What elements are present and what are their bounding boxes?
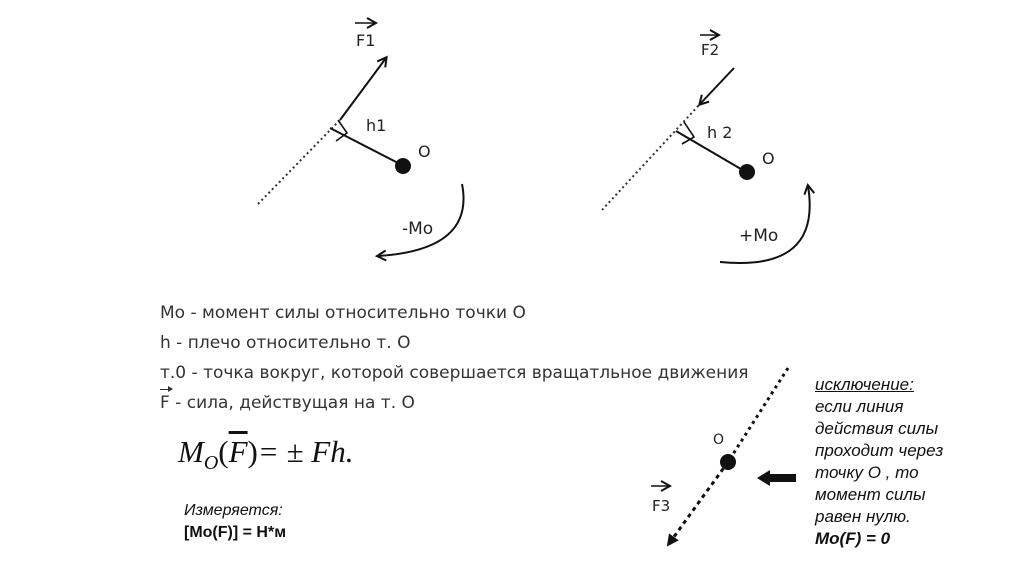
left-arm-line — [329, 127, 403, 166]
right-moment-label: +Mo — [739, 226, 778, 246]
left-moment-label: -Mo — [402, 219, 433, 239]
formula-lhs-sub: O — [203, 452, 219, 475]
force-f3-vector — [666, 461, 730, 547]
force-f1-vector — [339, 58, 386, 121]
left-action-line — [257, 119, 341, 205]
left-figure: F1 h1 O -Mo — [257, 23, 465, 256]
left-point-o — [395, 158, 411, 174]
legend-line-mo: Mo - момент силы относительно точки О — [160, 303, 526, 323]
exception-equation: Mo(F) = 0 — [815, 529, 891, 548]
legend-line-force: F - сила, действущая на т. О — [160, 386, 800, 418]
formula-arg: F — [228, 434, 248, 469]
exception-text: исключение: если линия действия силы про… — [815, 374, 985, 550]
measure-unit: [Mo(F)] = H*м — [184, 524, 287, 541]
exception-line: точку О , то — [815, 463, 919, 482]
measure-block: Измеряется: [Mo(F)] = H*м — [184, 500, 286, 544]
force-vector-symbol: F — [160, 386, 173, 418]
right-moment-arrow — [719, 186, 810, 264]
right-action-line — [601, 103, 701, 211]
moment-formula: MO(F)= ± Fh. — [178, 434, 354, 475]
exception-title: исключение: — [815, 375, 914, 394]
pointer-arrow-icon — [757, 470, 796, 486]
exception-point-o — [720, 454, 736, 470]
exception-figure: O F3 — [651, 367, 796, 547]
f3-label: F3 — [652, 497, 670, 515]
left-moment-arrow — [378, 183, 465, 256]
f2-label: F2 — [701, 41, 719, 59]
formula-lhs: M — [178, 434, 204, 469]
exception-o-label: O — [713, 432, 724, 448]
exception-line: момент силы — [815, 485, 926, 504]
h1-label: h1 — [366, 116, 386, 135]
exception-line: проходит через — [815, 441, 944, 460]
exception-line: равен нулю. — [815, 507, 911, 526]
right-right-angle-mark — [681, 121, 696, 145]
left-o-label: O — [418, 142, 431, 161]
h2-label: h 2 — [707, 123, 732, 142]
right-o-label: O — [762, 149, 775, 168]
legend-force-text: - сила, действущая на т. О — [169, 393, 415, 413]
exception-line: действия силы — [815, 419, 939, 438]
right-point-o — [739, 164, 755, 180]
right-figure: F2 h 2 O +Mo — [601, 35, 810, 264]
exception-action-line — [726, 367, 790, 463]
formula-rhs: = ± Fh. — [257, 434, 354, 469]
legend-line-point: т.0 - точка вокруг, которой совершается … — [160, 363, 749, 383]
legend-line-h: h - плечо относительно т. О — [160, 333, 411, 353]
force-f2-vector — [700, 67, 735, 104]
left-right-angle-mark — [335, 119, 349, 142]
measure-label: Измеряется: — [184, 502, 283, 519]
legend: Mo - момент силы относительно точки О h … — [160, 298, 800, 418]
right-arm-line — [675, 130, 747, 173]
exception-line: если линия — [815, 397, 904, 416]
f1-label: F1 — [356, 31, 375, 50]
